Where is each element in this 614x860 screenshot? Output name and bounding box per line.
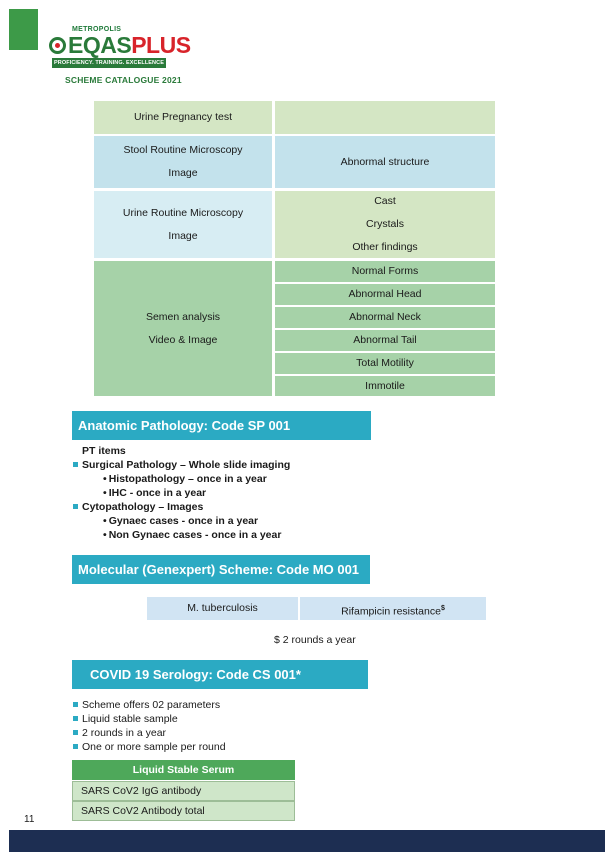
list-item-text: Histopathology – once in a year [108,473,267,485]
scheme-catalogue-title: SCHEME CATALOGUE 2021 [65,75,182,85]
logo-main-text: EQASPLUS [48,32,191,58]
list-item-covid: Liquid stable sample [73,712,178,726]
cell-label: Urine Pregnancy test [133,111,233,123]
table-cell-urine-routine: Urine Routine Microscopy Image [94,191,272,258]
pt-items-label: PT items [82,445,126,457]
dollar-superscript: $ [440,605,445,612]
section-title-covid: COVID 19 Serology: Code CS 001* [72,660,368,689]
list-item-text: Cytopathology – Images [82,501,204,513]
cell-value: Abnormal Tail [353,334,417,346]
metropolis-eqasplus-logo: METROPOLIS EQASPLUS PROFICIENCY. TRAININ… [48,26,191,70]
table-cell-stool-value: Abnormal structure [275,136,495,188]
list-item-text: Surgical Pathology – Whole slide imaging [82,459,291,471]
bullet-dot-icon: • [103,529,107,541]
molecular-box-rifampicin: Rifampicin resistance$ [300,597,486,620]
page-number: 11 [24,814,35,825]
table-cell-urine-pregnancy: Urine Pregnancy test [94,101,272,134]
footer-bar [9,830,605,852]
list-item-text: Gynaec cases - once in a year [108,515,259,527]
table-cell-semen-value: Abnormal Head [275,284,495,305]
cell-value: Crystals [366,218,404,230]
list-item-text: Liquid stable sample [82,713,178,725]
square-bullet-icon [73,716,78,721]
table-cell-stool: Stool Routine Microscopy Image [94,136,272,188]
cell-value: Cast [374,195,396,207]
serum-table-header: Liquid Stable Serum [72,760,295,780]
table-cell-semen: Semen analysis Video & Image [94,261,272,396]
table-cell-semen-value: Abnormal Neck [275,307,495,328]
logo-plus: PLUS [131,32,191,58]
cell-value: Normal Forms [351,265,419,277]
list-item-cyto: Cytopathology – Images [73,500,203,514]
list-item-text: Scheme offers 02 parameters [82,699,221,711]
section-title-anatomic-pathology: Anatomic Pathology: Code SP 001 [72,411,371,440]
list-item-text: IHC - once in a year [108,487,207,499]
target-icon [49,37,66,54]
cell-value: Immotile [365,379,405,392]
table-cell-urine-routine-values: Cast Crystals Other findings [275,191,495,258]
section-title-molecular: Molecular (Genexpert) Scheme: Code MO 00… [72,555,370,584]
list-item-nongynaec: •Non Gynaec cases - once in a year [103,528,281,542]
cell-label: Image [168,167,198,179]
square-bullet-icon [73,730,78,735]
list-item-surgical: Surgical Pathology – Whole slide imaging [73,458,290,472]
square-bullet-icon [73,504,78,509]
cell-label: Semen analysis [145,310,221,323]
molecular-box-tb: M. tuberculosis [147,597,298,620]
molecular-rounds-note: $ 2 rounds a year [274,634,356,646]
cell-label: Video & Image [148,333,218,346]
cell-value: Total Motility [356,357,414,369]
corner-square [9,9,38,50]
cell-label: Urine Routine Microscopy [122,206,244,219]
bullet-dot-icon: • [103,515,107,527]
list-item-text: 2 rounds in a year [82,727,167,739]
box-text: Rifampicin resistance [341,605,441,618]
serum-table-row: SARS CoV2 Antibody total [72,801,295,821]
square-bullet-icon [73,462,78,467]
cell-label: Image [168,229,198,242]
list-item-covid: One or more sample per round [73,740,226,754]
logo-eqas: EQAS [68,32,132,58]
table-cell-semen-value: Normal Forms [275,261,495,282]
list-item-text: Non Gynaec cases - once in a year [108,529,282,541]
table-cell-urine-pregnancy-value [275,101,495,134]
cell-value: Abnormal structure [340,155,430,168]
cell-value: Abnormal Head [348,288,422,300]
cell-label: Stool Routine Microscopy [123,144,243,156]
serum-table-row: SARS CoV2 IgG antibody [72,781,295,801]
list-item-gynaec: •Gynaec cases - once in a year [103,514,258,528]
logo-top-text: METROPOLIS [72,26,122,33]
list-item-covid: 2 rounds in a year [73,726,166,740]
list-item-covid: Scheme offers 02 parameters [73,698,220,712]
list-item-text: One or more sample per round [82,741,226,753]
table-cell-semen-value: Immotile [275,376,495,396]
cell-value: Other findings [352,241,418,253]
square-bullet-icon [73,702,78,707]
table-cell-semen-value: Total Motility [275,353,495,374]
cell-value: Abnormal Neck [349,311,421,323]
table-cell-semen-value: Abnormal Tail [275,330,495,351]
bullet-dot-icon: • [103,487,107,499]
square-bullet-icon [73,744,78,749]
bullet-dot-icon: • [103,473,107,485]
list-item-ihc: •IHC - once in a year [103,486,206,500]
logo-tagline: PROFICIENCY. TRAINING. EXCELLENCE [52,58,166,68]
list-item-histo: •Histopathology – once in a year [103,472,267,486]
